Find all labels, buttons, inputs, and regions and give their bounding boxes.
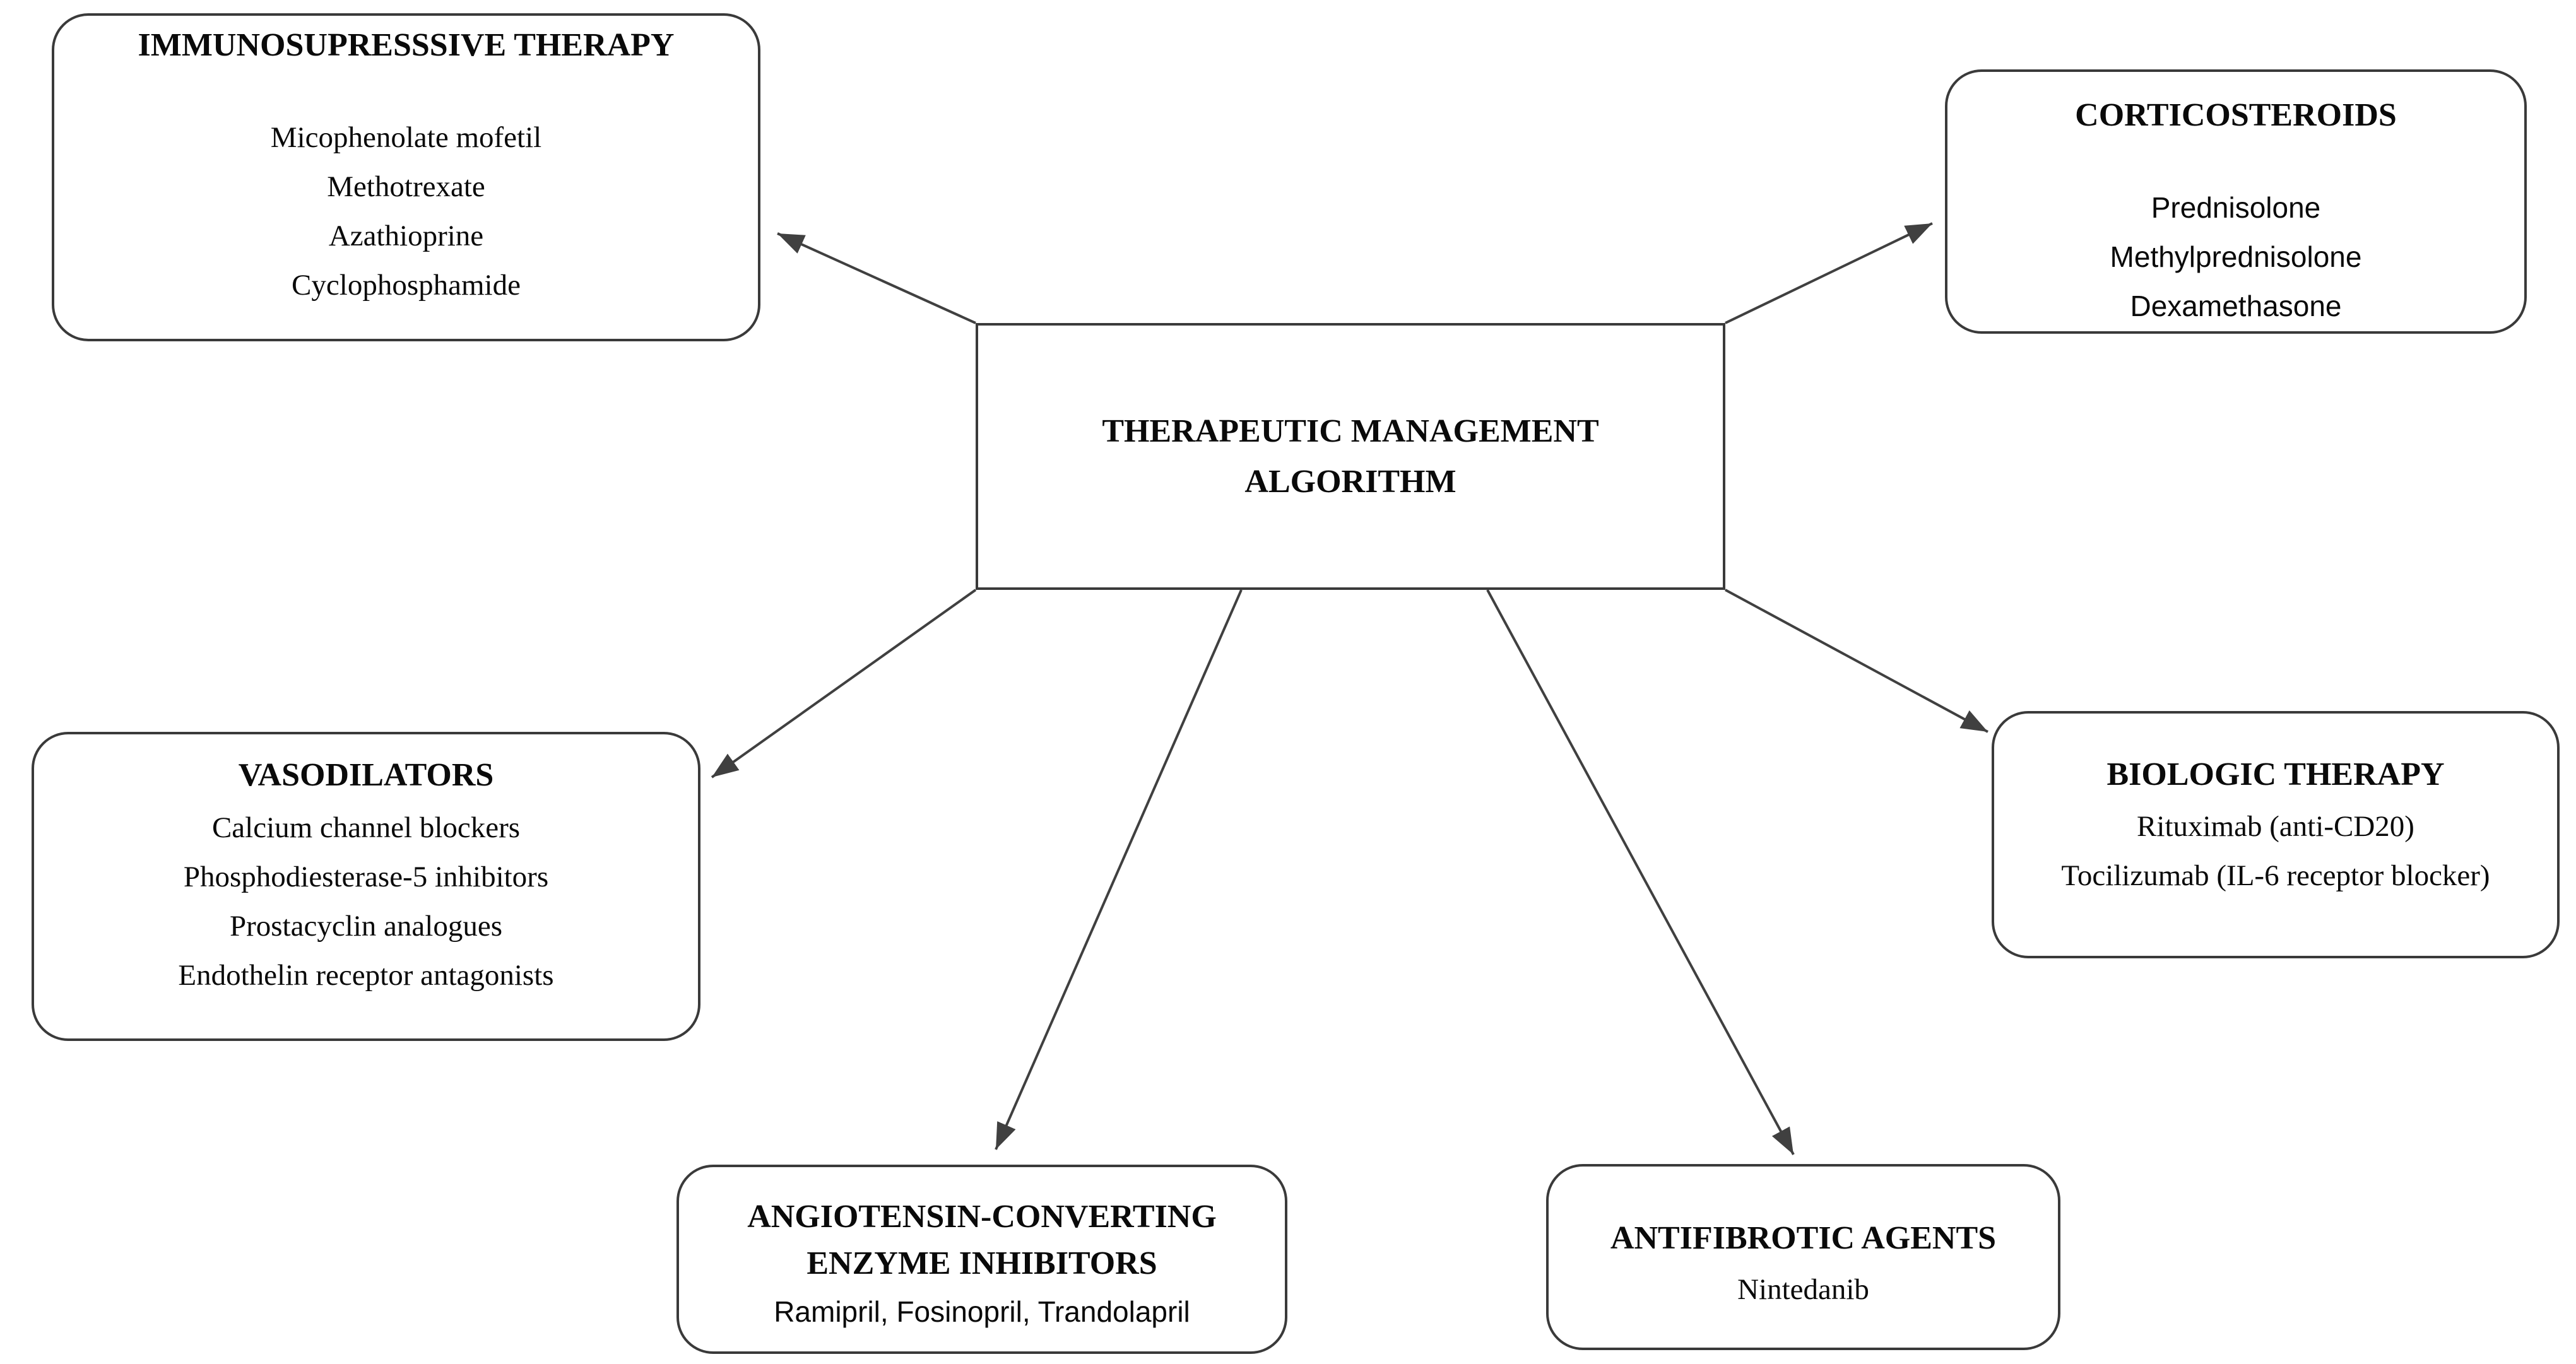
central-title-line2: ALGORITHM [1244,463,1456,500]
node-item-list: Rituximab (anti-CD20) Tocilizumab (IL-6 … [2061,802,2490,900]
node-item-list: Prednisolone Methylprednisolone Dexameth… [2110,183,2362,331]
node-title: IMMUNOSUPRESSSIVE THERAPY [138,27,675,63]
node-title-line2: ENZYME INHIBITORS [806,1245,1157,1281]
node-item: Prednisolone [2151,191,2321,224]
node-item: Micophenolate mofetil [270,121,542,154]
node-title: VASODILATORS [238,757,494,793]
node-central-algorithm: THERAPEUTIC MANAGEMENT ALGORITHM [976,323,1725,590]
arrow-center-to-vasodilators [711,589,977,779]
node-immunosuppressive-therapy: IMMUNOSUPRESSSIVE THERAPY Micophenolate … [52,13,760,341]
node-item: Rituximab (anti-CD20) [2137,810,2414,843]
arrow-center-to-ace-inhibitors [995,589,1243,1150]
node-vasodilators: VASODILATORS Calcium channel blockers Ph… [32,732,700,1041]
node-ace-inhibitors: ANGIOTENSIN-CONVERTING ENZYME INHIBITORS… [676,1165,1287,1354]
node-item: Azathioprine [328,220,484,252]
arrow-center-to-antifibrotic [1486,589,1795,1155]
node-item: Methotrexate [327,170,485,203]
node-item-list: Micophenolate mofetil Methotrexate Azath… [271,113,541,310]
node-corticosteroids: CORTICOSTEROIDS Prednisolone Methylpredn… [1945,69,2527,334]
node-item-list: Nintedanib [1737,1265,1869,1314]
node-title: CORTICOSTEROIDS [2075,97,2397,133]
node-item: Methylprednisolone [2110,240,2362,273]
node-item: Dexamethasone [2130,290,2342,322]
node-item-list: Ramipril, Fosinopril, Trandolapril [774,1287,1190,1336]
node-title-line1: ANGIOTENSIN-CONVERTING [747,1199,1217,1235]
node-item: Calcium channel blockers [211,811,521,844]
arrow-center-to-immunosuppressive [777,232,976,324]
node-item: Nintedanib [1737,1273,1869,1306]
node-item: Prostacyclin analogues [229,910,502,943]
node-item: Phosphodiesterase-5 inhibitors [183,861,549,893]
node-biologic-therapy: BIOLOGIC THERAPY Rituximab (anti-CD20) T… [1992,711,2560,958]
node-antifibrotic-agents: ANTIFIBROTIC AGENTS Nintedanib [1546,1164,2060,1350]
node-title: BIOLOGIC THERAPY [2106,756,2445,792]
node-item: Cyclophosphamide [292,269,521,302]
node-title: ANTIFIBROTIC AGENTS [1610,1220,1997,1256]
arrow-center-to-biologic [1725,589,1988,733]
node-title: ANGIOTENSIN-CONVERTING ENZYME INHIBITORS [747,1194,1217,1287]
arrow-center-to-corticosteroids [1725,222,1933,324]
node-item-list: Calcium channel blockers Phosphodiestera… [178,803,553,1000]
node-item: Ramipril, Fosinopril, Trandolapril [774,1295,1190,1328]
central-title-line1: THERAPEUTIC MANAGEMENT [1102,413,1599,449]
node-item: Tocilizumab (IL-6 receptor blocker) [2061,859,2490,892]
node-item: Endothelin receptor antagonists [178,959,554,992]
